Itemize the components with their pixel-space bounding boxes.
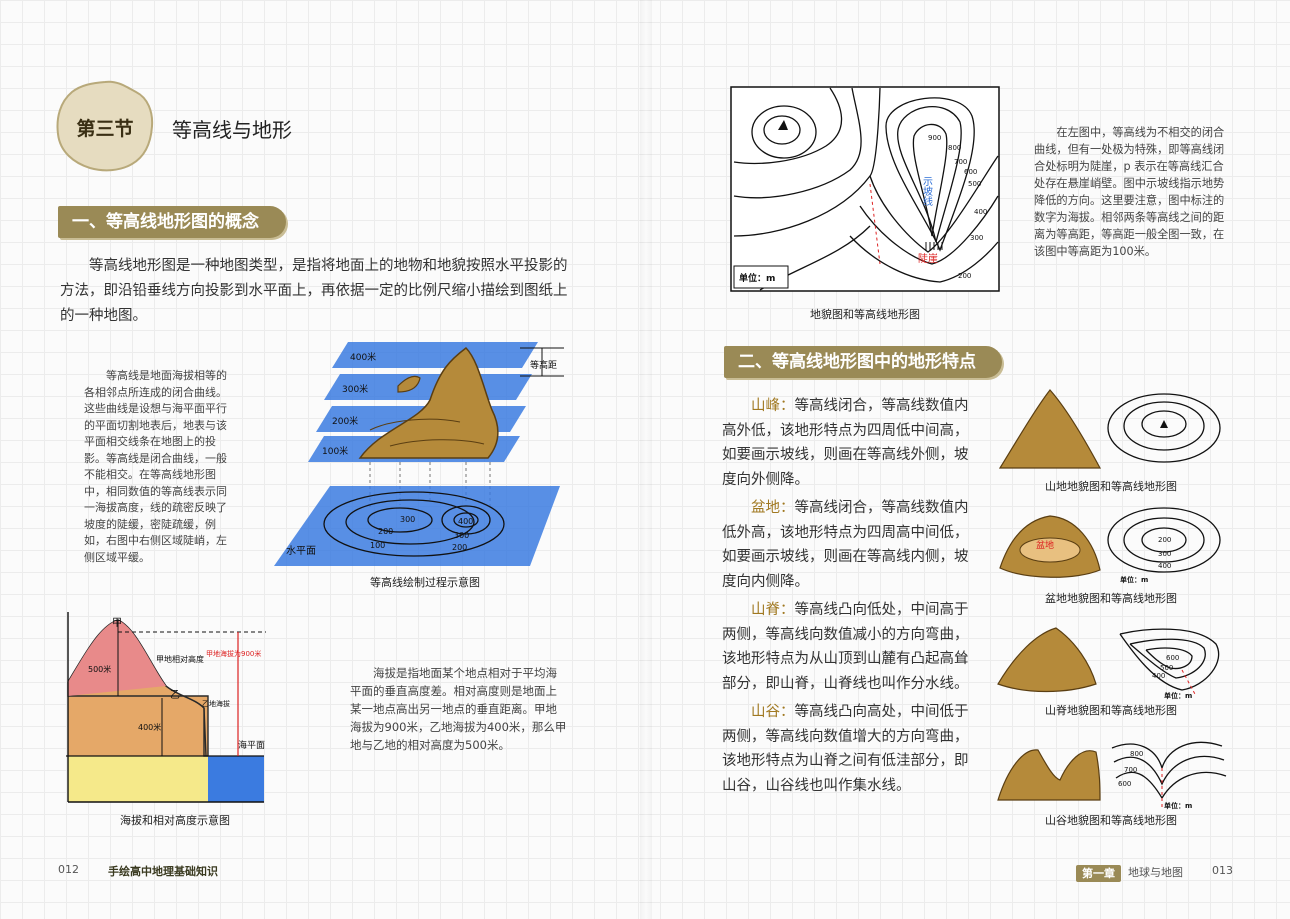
section-title: 等高线与地形 <box>172 118 292 142</box>
valley-caption: 山谷地貌图和等高线地形图 <box>1045 814 1177 827</box>
feature-valley-text: 等高线凸向高处，中间低于两侧，等高线向数值增大的方向弯曲，该地形特点为山脊之间有… <box>722 704 969 794</box>
fig3-unit: 单位：m <box>739 272 775 284</box>
peak-caption: 山地地貌图和等高线地形图 <box>1045 480 1177 493</box>
chapter-tag: 第一章 <box>1076 862 1121 882</box>
valley-num-800: 800 <box>1130 750 1143 758</box>
landform-contour-figure: 单位：m 900 800 700 600 500 400 300 200 示坡线… <box>730 86 1000 292</box>
contour-note: 等高线是地面海拔相等的各相邻点所连成的闭合曲线。这些曲线是设想与海平面平行的平面… <box>84 369 227 564</box>
basin-caption: 盆地地貌图和等高线地形图 <box>1045 592 1177 605</box>
base-plane <box>274 486 560 566</box>
fig1-caption: 等高线绘制过程示意图 <box>370 576 480 589</box>
fig3-label-800: 800 <box>948 144 961 152</box>
plane-label-300: 300米 <box>342 383 368 395</box>
fig3-note: 在左图中，等高线为不相交的闭合曲线，但有一处极为特殊，即等高线闭合处标明为陡崖，… <box>1034 126 1225 258</box>
feature-basin: 盆地：等高线闭合，等高线数值内低外高，该地形特点为四周高中间低，如要画示坡线，则… <box>722 496 974 594</box>
feature-basin-keyword: 盆地： <box>751 500 795 516</box>
fig3-label-400: 400 <box>974 208 987 216</box>
right-page-number: 013 <box>1212 864 1233 877</box>
valley-num-700: 700 <box>1124 766 1137 774</box>
fig3-cliff-label: 陡崖 <box>918 253 938 265</box>
ridge-thumbnail: 600 500 400 单位：m <box>997 627 1220 700</box>
fig3-label-200: 200 <box>958 272 971 280</box>
label-yi: 乙 <box>170 689 180 701</box>
altitude-figure: 甲 乙 500米 400米 甲地相对高度 乙地海拔 甲地海拔为900米 海平面 <box>66 612 266 803</box>
label-900: 甲地海拔为900米 <box>206 649 261 658</box>
plane-label-100: 100米 <box>322 445 348 457</box>
ridge-num-600: 600 <box>1166 654 1179 662</box>
section-badge-shape <box>56 80 154 172</box>
feature-valley-keyword: 山谷： <box>751 704 795 720</box>
contour-drawing-figure: 400米 300米 200米 100米 等高距 水平面 300 200 100 … <box>274 342 564 566</box>
peak-thumbnail <box>998 389 1221 469</box>
chapter-tag-label: 第一章 <box>1076 865 1121 882</box>
chapter-title: 地球与地图 <box>1128 866 1183 879</box>
map-label-100: 100 <box>370 541 385 550</box>
section-badge-label: 第三节 <box>76 118 134 140</box>
label-yi-alt: 乙地海拔 <box>202 699 230 708</box>
map-label-300: 300 <box>400 515 415 524</box>
plane-label-200: 200米 <box>332 415 358 427</box>
label-400: 400米 <box>138 722 161 732</box>
mountain-mass <box>358 347 499 459</box>
banner-concept: 一、等高线地形图的概念 <box>58 206 286 238</box>
feature-peak-keyword: 山峰： <box>751 398 795 414</box>
fig3-label-700: 700 <box>954 158 967 166</box>
fig3-label-500: 500 <box>968 180 981 188</box>
feature-valley: 山谷：等高线凸向高处，中间低于两侧，等高线向数值增大的方向弯曲，该地形特点为山脊… <box>722 700 974 798</box>
ridge-unit: 单位：m <box>1164 691 1192 700</box>
map-label-300b: 300 <box>454 531 469 540</box>
ridge-num-500: 500 <box>1160 664 1173 672</box>
intro-paragraph: 等高线地形图是一种地图类型，是指将地面上的地物和地貌按照水平投影的方法，即沿铅垂… <box>60 258 568 324</box>
ridge-caption: 山脊地貌图和等高线地形图 <box>1045 704 1177 717</box>
feature-peak: 山峰：等高线闭合，等高线数值内高外低，该地形特点为四周低中间高，如要画示坡线，则… <box>722 394 974 492</box>
label-jia: 甲 <box>112 618 122 629</box>
plane-label-400: 400米 <box>350 351 376 363</box>
map-label-400: 400 <box>458 517 473 526</box>
label-sea: 海平面 <box>238 739 265 751</box>
cliff-marks <box>925 242 943 250</box>
banner-features: 二、等高线地形图中的地形特点 <box>724 346 1002 378</box>
altitude-note: 海拔是指地面某个地点相对于平均海平面的垂直高度差。相对高度则是地面上某一地点高出… <box>350 666 567 752</box>
basin-word: 盆地 <box>1036 539 1054 551</box>
map-label-200: 200 <box>378 527 393 536</box>
feature-peak-text: 等高线闭合，等高线数值内高外低，该地形特点为四周低中间高，如要画示坡线，则画在等… <box>722 398 969 488</box>
contour-lines <box>733 87 999 291</box>
book-title: 手绘高中地理基础知识 <box>108 865 218 878</box>
ridge-num-400: 400 <box>1152 672 1165 680</box>
valley-thumbnail: 800 700 600 单位：m <box>997 741 1227 810</box>
left-page-number: 012 <box>58 863 79 876</box>
label-500: 500米 <box>88 664 111 674</box>
fig3-label-300: 300 <box>970 234 983 242</box>
basin-unit: 单位：m <box>1120 575 1148 584</box>
basin-thumbnail: 盆地 200 300 400 单位：m <box>999 507 1221 584</box>
feature-ridge: 山脊：等高线凸向低处，中间高于两侧，等高线向数值减小的方向弯曲，该地形特点为从山… <box>722 598 974 696</box>
label-jia-rel: 甲地相对高度 <box>156 654 204 664</box>
feature-basin-text: 等高线闭合，等高线数值内低外高，该地形特点为四周高中间低，如要画示坡线，则画在等… <box>722 500 969 590</box>
fig3-label-600: 600 <box>964 168 977 176</box>
page-spine <box>640 0 652 919</box>
feature-ridge-text: 等高线凸向低处，中间高于两侧，等高线向数值减小的方向弯曲，该地形特点为从山顶到山… <box>722 602 969 692</box>
fig3-caption: 地貌图和等高线地形图 <box>810 308 920 321</box>
interval-bracket <box>520 347 564 377</box>
valley-num-600: 600 <box>1118 780 1131 788</box>
fig3-slope-label: 示坡线 <box>921 176 933 206</box>
base-label: 水平面 <box>286 545 316 557</box>
basin-num-300: 300 <box>1158 550 1171 558</box>
fig2-caption: 海拔和相对高度示意图 <box>120 814 230 827</box>
interval-label: 等高距 <box>530 359 557 371</box>
plane-400 <box>332 342 538 368</box>
valley-unit: 单位：m <box>1164 801 1192 810</box>
feature-ridge-keyword: 山脊： <box>751 602 795 618</box>
map-label-200b: 200 <box>452 543 467 552</box>
basin-num-200: 200 <box>1158 536 1171 544</box>
fig3-label-900: 900 <box>928 134 941 142</box>
basin-num-400: 400 <box>1158 562 1171 570</box>
